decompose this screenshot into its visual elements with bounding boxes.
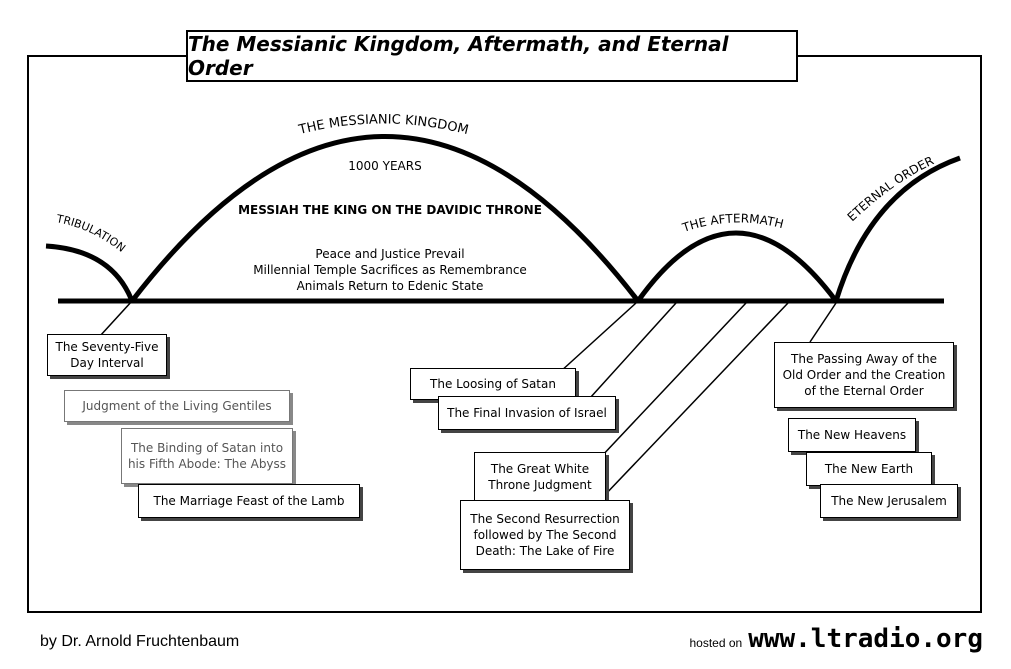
- connector-resurrection: [601, 302, 789, 499]
- tribulation-arc: [45, 243, 135, 302]
- page-title: The Messianic Kingdom, Aftermath, and Et…: [186, 30, 798, 82]
- box-new-jerusalem: The New Jerusalem: [820, 484, 958, 518]
- kingdom-years: 1000 YEARS: [348, 159, 422, 173]
- kingdom-heading: MESSIAH THE KING ON THE DAVIDIC THRONE: [238, 203, 542, 217]
- box-binding-of-satan: The Binding of Satan into his Fifth Abod…: [121, 428, 293, 484]
- kingdom-line-2: Millennial Temple Sacrifices as Remembra…: [253, 263, 527, 277]
- hosted-on-text: hosted on: [689, 636, 743, 650]
- box-second-resurrection: The Second Resurrection followed by The …: [460, 500, 630, 570]
- box-new-earth: The New Earth: [806, 452, 932, 486]
- eternal-arc: [833, 155, 961, 302]
- connector-white-throne: [599, 302, 747, 459]
- site-link[interactable]: www.ltradio.org: [748, 624, 983, 654]
- connector-invasion: [589, 302, 677, 399]
- author-credit: by Dr. Arnold Fruchtenbaum: [40, 633, 240, 650]
- aftermath-arc: [635, 230, 839, 303]
- box-passing-away: The Passing Away of the Old Order and th…: [774, 342, 954, 408]
- box-seventy-five-day-interval: The Seventy-Five Day Interval: [47, 334, 167, 376]
- box-new-heavens: The New Heavens: [788, 418, 916, 452]
- kingdom-line-1: Peace and Justice Prevail: [315, 247, 465, 261]
- box-marriage-feast: The Marriage Feast of the Lamb: [138, 484, 360, 518]
- eternal-label: ETERNAL ORDER: [845, 153, 936, 224]
- box-final-invasion: The Final Invasion of Israel: [438, 396, 616, 430]
- box-great-white-throne: The Great White Throne Judgment: [474, 452, 606, 502]
- kingdom-line-3: Animals Return to Edenic State: [296, 279, 484, 293]
- connector-loosing: [559, 302, 637, 373]
- box-judgment-gentiles: Judgment of the Living Gentiles: [64, 390, 290, 422]
- kingdom-arc: [130, 134, 640, 303]
- connector-passing: [809, 302, 837, 343]
- hosted-credit: hosted on www.ltradio.org: [689, 624, 983, 654]
- connector-interval: [99, 300, 133, 337]
- box-loosing-of-satan: The Loosing of Satan: [410, 368, 576, 400]
